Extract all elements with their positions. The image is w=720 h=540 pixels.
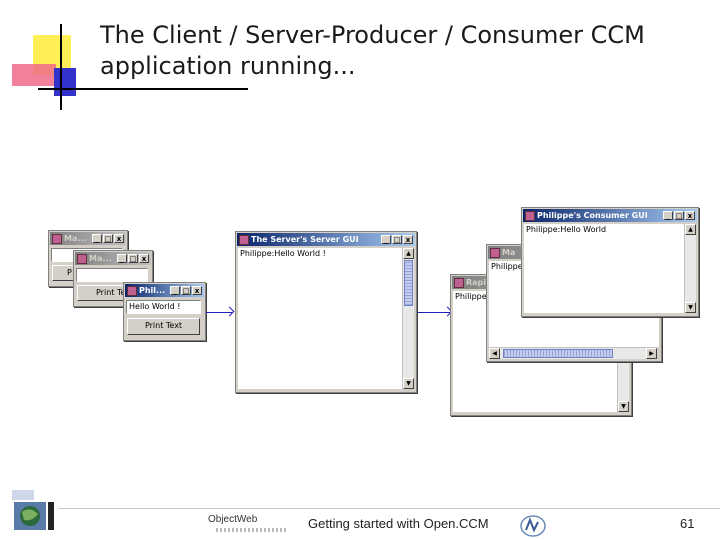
java-cup-icon [239, 234, 249, 245]
page-number: 61 [680, 516, 695, 531]
scroll-down-button[interactable]: ▼ [618, 401, 629, 412]
scroll-thumb[interactable] [404, 260, 413, 306]
scroll-left-button[interactable]: ◀ [489, 348, 500, 359]
objectweb-logo: ObjectWeb [208, 514, 257, 525]
consumer-window-front-title: Philippe's Consumer GUI [537, 211, 648, 220]
ifl-logo-icon [520, 515, 546, 537]
server-window-titlebar[interactable]: The Server's Server GUI _ □ x [237, 233, 415, 246]
consumer-middle-horizontal-scrollbar[interactable]: ◀ ▶ [489, 347, 657, 359]
title-decoration-red [12, 64, 56, 86]
client-window-3[interactable]: Phil... _ □ x Hello World ! Print Text [123, 282, 206, 341]
client-window-2-title: Ma... [89, 254, 112, 263]
server-window[interactable]: The Server's Server GUI _ □ x Philippe:H… [235, 231, 417, 393]
objectweb-logo-text: ObjectWeb [208, 514, 258, 525]
minimize-button[interactable]: _ [92, 234, 102, 243]
close-button[interactable]: x [192, 286, 202, 295]
java-cup-icon [77, 253, 87, 264]
objectweb-logo-underline [216, 528, 286, 532]
minimize-button[interactable]: _ [381, 235, 391, 244]
client-message-input[interactable]: Hello World ! [126, 300, 201, 314]
scroll-up-button[interactable]: ▲ [685, 224, 696, 235]
footer-text: Getting started with Open.CCM [308, 516, 489, 531]
client-window-3-titlebar[interactable]: Phil... _ □ x [125, 284, 204, 297]
java-cup-icon [490, 247, 500, 258]
client-window-3-title: Phil... [139, 286, 166, 295]
maximize-button[interactable]: □ [128, 254, 138, 263]
title-decoration-horizontal-line [38, 88, 248, 90]
maximize-button[interactable]: □ [181, 286, 191, 295]
client-window-1-titlebar[interactable]: Ma... _ □ x [50, 232, 126, 245]
minimize-button[interactable]: _ [170, 286, 180, 295]
consumer-front-output-text: Philippe:Hello World [524, 224, 684, 313]
consumer-window-front-titlebar[interactable]: Philippe's Consumer GUI _ □ x [523, 209, 697, 222]
arrow-server-to-consumers [418, 312, 450, 313]
java-cup-icon [52, 233, 62, 244]
minimize-button[interactable]: _ [663, 211, 673, 220]
consumer-window-front[interactable]: Philippe's Consumer GUI _ □ x Philippe:H… [521, 207, 699, 317]
globe-logo-icon [12, 490, 54, 530]
maximize-button[interactable]: □ [103, 234, 113, 243]
arrow-client-to-server [206, 312, 232, 313]
title-decoration-vertical-line [60, 24, 62, 110]
client-window-2-input[interactable] [76, 268, 148, 282]
close-button[interactable]: x [114, 234, 124, 243]
scroll-down-button[interactable]: ▼ [685, 302, 696, 313]
java-cup-icon [127, 285, 137, 296]
print-text-button[interactable]: Print Text [127, 318, 200, 335]
close-button[interactable]: x [685, 211, 695, 220]
maximize-button[interactable]: □ [392, 235, 402, 244]
java-cup-icon [454, 277, 464, 288]
consumer-front-vertical-scrollbar[interactable]: ▲ ▼ [684, 224, 696, 313]
scroll-up-button[interactable]: ▲ [403, 248, 414, 259]
consumer-window-back-title: Rapi [466, 278, 487, 287]
footer-divider [58, 508, 720, 509]
minimize-button[interactable]: _ [117, 254, 127, 263]
scroll-right-button[interactable]: ▶ [646, 348, 657, 359]
title-decoration-blue [54, 68, 76, 96]
server-vertical-scrollbar[interactable]: ▲ ▼ [402, 248, 414, 389]
scroll-thumb[interactable] [503, 349, 613, 358]
server-output-text: Philippe:Hello World ! [238, 248, 402, 389]
server-window-title: The Server's Server GUI [251, 235, 359, 244]
close-button[interactable]: x [139, 254, 149, 263]
close-button[interactable]: x [403, 235, 413, 244]
maximize-button[interactable]: □ [674, 211, 684, 220]
client-window-2-titlebar[interactable]: Ma... _ □ x [75, 252, 151, 265]
client-window-1-title: Ma... [64, 234, 87, 243]
scroll-down-button[interactable]: ▼ [403, 378, 414, 389]
consumer-window-middle-title: Ma [502, 248, 516, 257]
java-cup-icon [525, 210, 535, 221]
slide-title: The Client / Server-Producer / Consumer … [100, 21, 645, 80]
